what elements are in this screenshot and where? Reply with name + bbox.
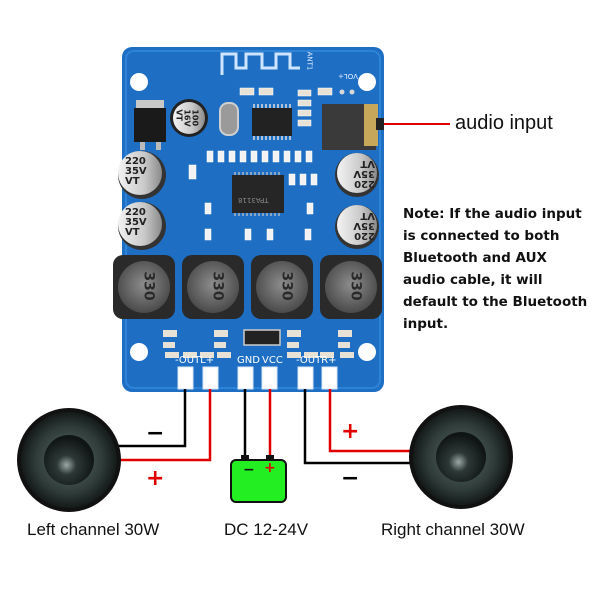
mount-hole	[358, 73, 376, 91]
cap-value: 100	[190, 109, 200, 127]
cap-voltage: 35V	[353, 220, 375, 231]
wire-left-negative	[116, 389, 187, 448]
pin-label-gnd: GND	[237, 355, 260, 366]
terminal-outl-plus	[202, 366, 219, 390]
inductors	[113, 255, 382, 319]
capacitor-large	[118, 202, 162, 246]
cap-voltage: 35V	[125, 166, 147, 177]
cap-value: 220	[354, 230, 375, 241]
capacitor-large	[337, 205, 377, 245]
terminal-vcc	[261, 366, 278, 390]
right-plus-symbol: +	[341, 419, 360, 444]
terminal-outr-minus	[297, 366, 314, 390]
capacitor-label: 220 35V VT	[345, 158, 375, 189]
antenna-trace	[220, 52, 300, 75]
inductor-label: 330	[278, 271, 295, 301]
capacitor-small-label: 100 16V VT	[174, 109, 200, 127]
mount-hole	[358, 343, 376, 361]
cap-series: VT	[125, 176, 140, 187]
right-channel-label: Right channel 30W	[381, 520, 525, 539]
wire-left-positive	[116, 389, 212, 462]
capacitor-label: 220 35V VT	[125, 208, 155, 238]
antenna-label: ANT1	[305, 51, 314, 71]
voltage-regulator	[134, 108, 166, 142]
terminal-gnd	[237, 366, 254, 390]
battery-minus-symbol: −	[243, 462, 255, 478]
bluetooth-chip	[252, 108, 292, 136]
cap-voltage: 35V	[353, 168, 375, 179]
inductor-label: 330	[140, 271, 157, 301]
left-speaker	[17, 408, 121, 512]
wiring	[116, 389, 410, 465]
battery-plus-symbol: +	[264, 460, 276, 476]
capacitor-small	[173, 102, 205, 134]
terminal-outl-minus	[177, 366, 194, 390]
note-text: Note: If the audio input is connected to…	[403, 206, 588, 332]
capacitor-large	[337, 153, 377, 193]
cap-value: 220	[354, 178, 375, 189]
battery	[230, 455, 287, 503]
cap-series: VT	[360, 210, 375, 221]
inductor-label: 330	[209, 271, 226, 301]
cap-voltage: 35V	[125, 217, 147, 228]
capacitor-label: 220 35V VT	[345, 210, 375, 241]
left-channel-label: Left channel 30W	[27, 520, 160, 539]
cap-value: 220	[125, 207, 146, 218]
pin-label-outr: -OUTR+	[296, 355, 337, 366]
inductor-label: 330	[347, 271, 364, 301]
pin-label-outl: -OUTL+	[175, 355, 215, 366]
wire-right-negative	[303, 389, 410, 465]
volume-label: VOL+	[338, 72, 358, 80]
power-label: DC 12-24V	[224, 520, 309, 539]
cap-series: VT	[125, 227, 140, 238]
mount-hole	[130, 343, 148, 361]
audio-input-label: audio input	[455, 112, 553, 134]
wire-right-positive	[328, 389, 410, 453]
capacitor-label: 220 35V VT	[125, 157, 155, 187]
cap-series: VT	[174, 109, 184, 121]
amplifier-board	[113, 47, 384, 392]
cap-voltage: 16V	[182, 109, 192, 127]
chip-label: TPA3118	[238, 196, 269, 204]
pin-label-vcc: VCC	[262, 355, 283, 366]
right-speaker	[409, 405, 513, 509]
right-minus-symbol: −	[341, 466, 360, 491]
mount-hole	[130, 73, 148, 91]
left-minus-symbol: −	[146, 421, 165, 446]
terminal-outr-plus	[321, 366, 338, 390]
amplifier-chip	[232, 175, 284, 213]
cap-series: VT	[360, 158, 375, 169]
cap-value: 220	[125, 156, 146, 167]
diode	[243, 329, 281, 346]
left-plus-symbol: +	[146, 466, 165, 491]
capacitor-large	[118, 151, 162, 195]
crystal	[219, 102, 239, 136]
